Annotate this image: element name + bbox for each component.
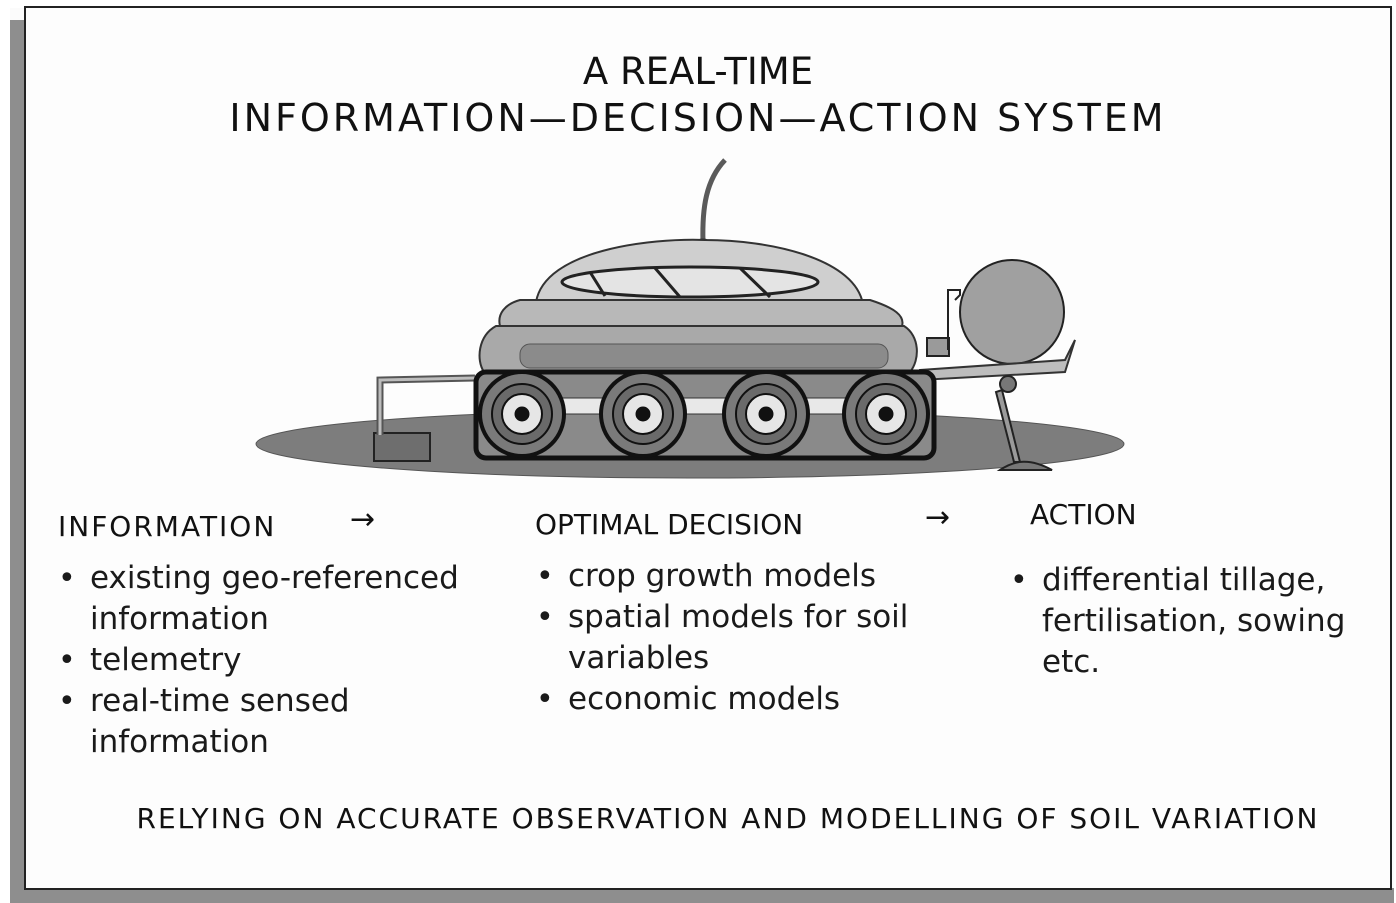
- information-item: telemetry: [58, 640, 498, 681]
- antenna: [700, 158, 727, 243]
- arrow-decision-to-action: →: [925, 500, 951, 535]
- decision-list: crop growth models spatial models for so…: [536, 556, 946, 720]
- footer-caption: RELYING ON ACCURATE OBSERVATION AND MODE…: [136, 802, 1320, 835]
- arrow-information-to-decision: →: [350, 502, 376, 537]
- frame-shadow-left: [10, 20, 26, 898]
- tank-sphere: [959, 259, 1065, 365]
- information-list: existing geo-referenced information tele…: [58, 558, 498, 763]
- track-wheel: [478, 370, 566, 458]
- action-item: differential tillage, fertilisation, sow…: [1010, 560, 1380, 683]
- vehicle-body-panel: [519, 343, 889, 369]
- action-list: differential tillage, fertilisation, sow…: [1010, 560, 1380, 683]
- information-item: real-time sensed information: [58, 681, 498, 763]
- decision-item: economic models: [536, 679, 946, 720]
- information-heading: INFORMATION: [58, 510, 277, 543]
- track-wheel: [599, 370, 687, 458]
- decision-heading: OPTIMAL DECISION: [535, 508, 804, 541]
- title-line-1: A REAL-TIME: [582, 50, 814, 93]
- track-wheel: [842, 370, 930, 458]
- connector-box: [926, 337, 950, 357]
- vehicle-window: [560, 265, 820, 299]
- frame-shadow-bottom: [10, 888, 1394, 903]
- vehicle-upper-band: [498, 299, 904, 327]
- title-line-2: INFORMATION—DECISION—ACTION SYSTEM: [229, 96, 1167, 140]
- action-heading: ACTION: [1030, 498, 1137, 531]
- implement-leg: [994, 388, 1022, 463]
- track-wheel: [722, 370, 810, 458]
- decision-item: crop growth models: [536, 556, 946, 597]
- information-item: existing geo-referenced information: [58, 558, 498, 640]
- ground-box: [373, 432, 431, 462]
- vehicle-track: [473, 369, 937, 461]
- decision-item: spatial models for soil variables: [536, 597, 946, 679]
